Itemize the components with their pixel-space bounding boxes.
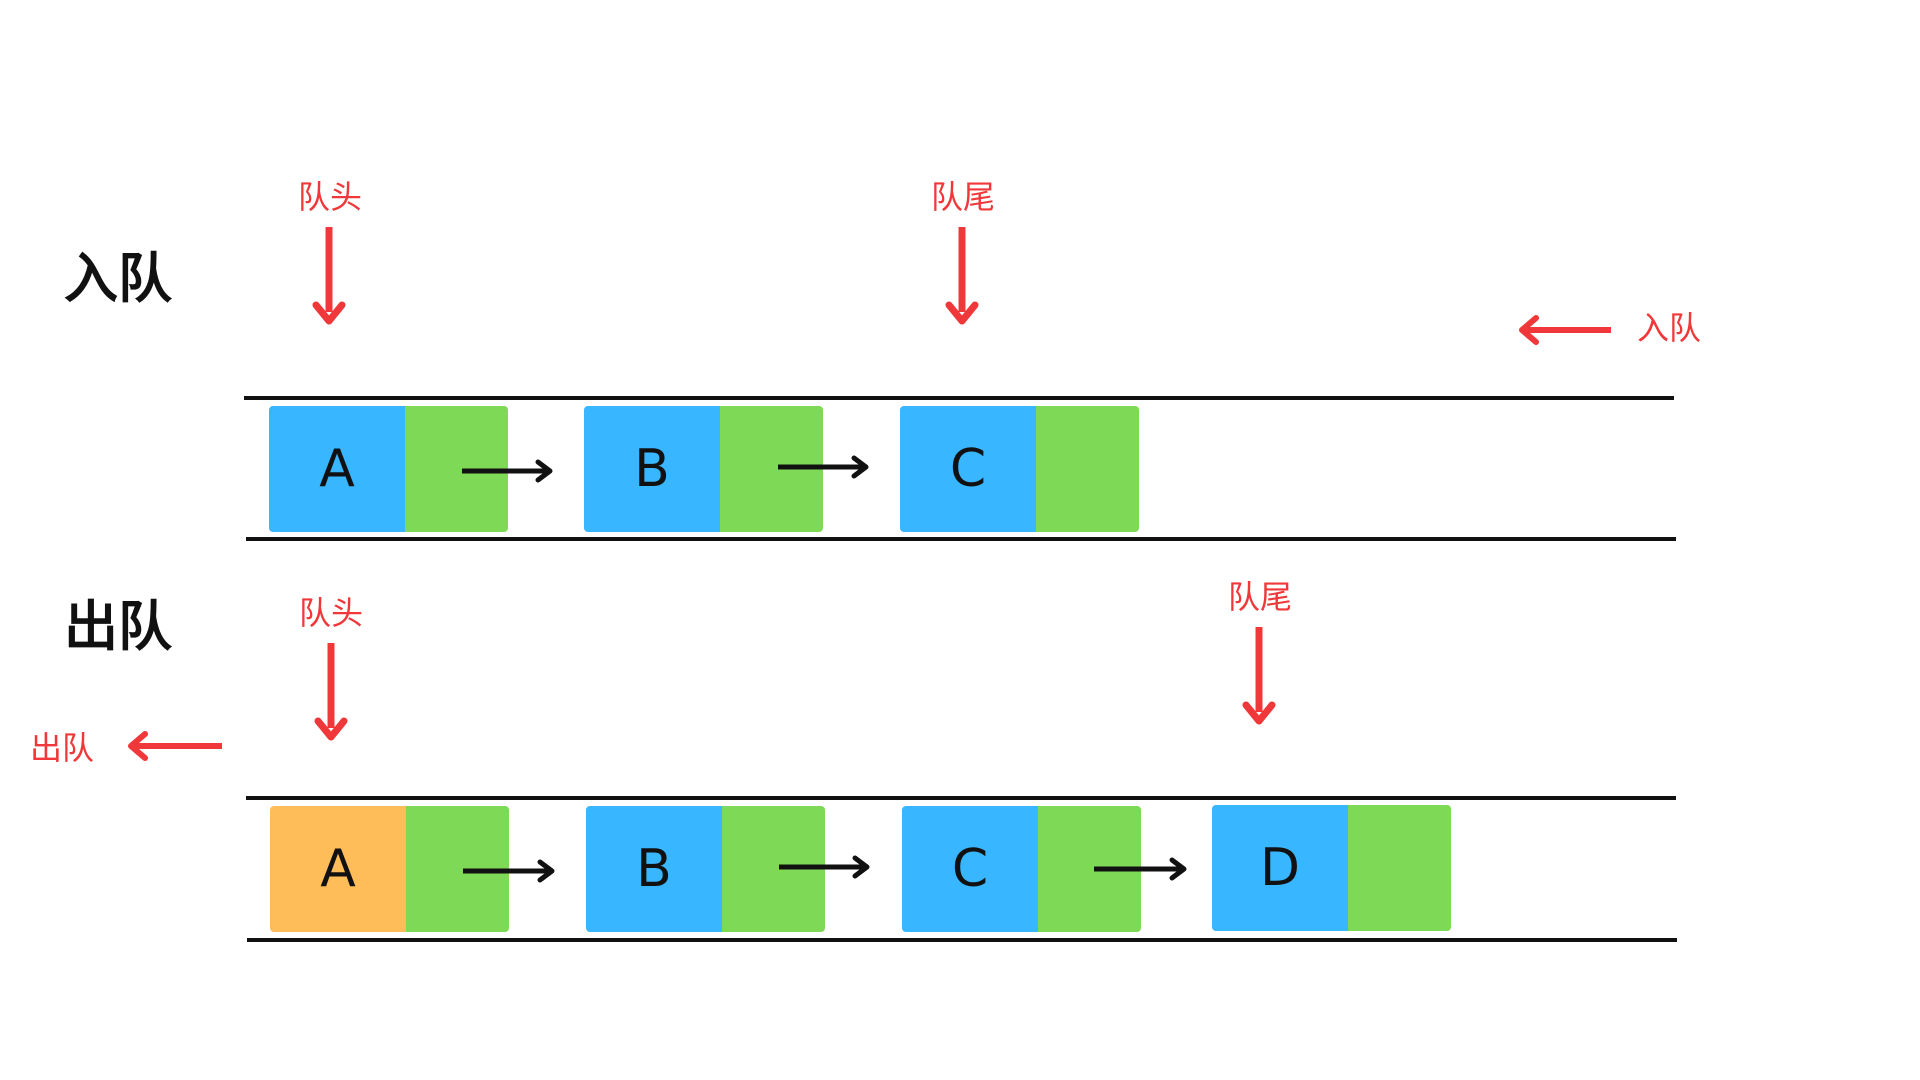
dequeue-node-d: D bbox=[1212, 805, 1451, 931]
dequeue-section-title: 出队 bbox=[64, 595, 172, 658]
dequeue-node-c: C bbox=[902, 806, 1141, 932]
node-data-cell: C bbox=[902, 806, 1038, 932]
enqueue-head-label: 队头 bbox=[298, 178, 363, 216]
enqueue-bottom-rail bbox=[246, 537, 1676, 541]
node-data-cell-dequeued: A bbox=[270, 806, 406, 932]
next-pointer-arrow-icon bbox=[463, 859, 555, 883]
next-pointer-arrow-icon bbox=[462, 459, 553, 483]
dequeue-node-a: A bbox=[270, 806, 509, 932]
enqueue-direction-arrow-icon bbox=[1519, 315, 1611, 345]
dequeue-direction-arrow-icon bbox=[128, 731, 222, 761]
dequeue-top-rail bbox=[246, 796, 1676, 800]
node-data-cell: C bbox=[900, 406, 1036, 532]
next-pointer-arrow-icon bbox=[779, 855, 870, 879]
enqueue-node-b: B bbox=[584, 406, 823, 532]
enqueue-node-a: A bbox=[269, 406, 508, 532]
node-next-cell bbox=[1036, 406, 1139, 532]
next-pointer-arrow-icon bbox=[1094, 857, 1187, 881]
enqueue-node-c: C bbox=[900, 406, 1139, 532]
enqueue-head-arrow-icon bbox=[312, 227, 346, 325]
enqueue-tail-arrow-icon bbox=[945, 227, 979, 325]
dequeue-head-arrow-icon bbox=[314, 643, 348, 741]
dequeue-tail-label: 队尾 bbox=[1228, 578, 1293, 616]
enqueue-tail-label: 队尾 bbox=[931, 178, 996, 216]
next-pointer-arrow-icon bbox=[778, 455, 869, 479]
dequeue-head-label: 队头 bbox=[299, 594, 364, 632]
dequeue-bottom-rail bbox=[247, 938, 1677, 942]
node-data-cell: B bbox=[584, 406, 720, 532]
enqueue-section-title: 入队 bbox=[64, 247, 172, 310]
node-data-cell: D bbox=[1212, 805, 1348, 931]
enqueue-top-rail bbox=[244, 396, 1674, 400]
node-next-cell bbox=[1348, 805, 1451, 931]
dequeue-tail-arrow-icon bbox=[1242, 627, 1276, 725]
node-data-cell: B bbox=[586, 806, 722, 932]
node-data-cell: A bbox=[269, 406, 405, 532]
enqueue-action-label: 入队 bbox=[1637, 309, 1702, 347]
dequeue-action-label: 出队 bbox=[30, 729, 95, 767]
